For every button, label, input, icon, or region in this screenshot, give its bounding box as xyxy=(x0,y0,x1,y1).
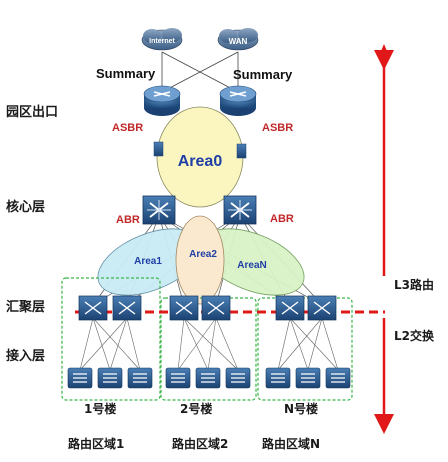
building-2-label: 2号楼 xyxy=(180,401,212,416)
l2-switching-label: L2交换 xyxy=(394,328,435,343)
asbr-right-label: ASBR xyxy=(262,122,293,134)
layer-aggregation-label: 汇聚层 xyxy=(6,300,45,315)
layer-core-label: 核心层 xyxy=(6,199,45,215)
asbr-left-label: ASBR xyxy=(112,122,143,134)
access-switches xyxy=(67,367,351,389)
aggregation-switches xyxy=(78,295,337,321)
l3-arrowhead xyxy=(378,44,390,58)
summary-right-label: Summary xyxy=(233,67,293,82)
internet-label: Internet xyxy=(149,38,175,45)
region-1-label: 路由区域1 xyxy=(68,436,124,451)
arean-label: AreaN xyxy=(237,260,266,271)
building-n-label: N号楼 xyxy=(284,401,318,416)
region-2-label: 路由区域2 xyxy=(172,436,228,451)
region-box-1 xyxy=(61,277,161,401)
area2-label: Area2 xyxy=(189,249,217,260)
area0-label: Area0 xyxy=(178,153,223,170)
wan-label: WAN xyxy=(229,37,248,46)
uplinks xyxy=(161,51,239,93)
access-links xyxy=(79,317,339,371)
layer-access-label: 接入层 xyxy=(6,348,45,364)
region-box-n xyxy=(257,297,353,401)
internet-cloud-icon xyxy=(141,28,183,51)
area1-label: Area1 xyxy=(134,256,162,267)
core-switch-icon xyxy=(223,195,257,225)
abr-right-label: ABR xyxy=(270,213,294,225)
region-n-label: 路由区域N xyxy=(262,436,320,451)
area2-ellipse xyxy=(175,215,225,305)
wan-cloud-icon xyxy=(217,28,259,51)
region-boxes xyxy=(61,277,353,401)
l2-arrowhead xyxy=(378,414,390,428)
core-switch-icon xyxy=(142,195,176,225)
firewall-icon xyxy=(153,141,164,157)
summary-left-label: Summary xyxy=(96,66,156,81)
building-1-label: 1号楼 xyxy=(84,401,116,416)
router-icon xyxy=(143,85,181,116)
region-box-2 xyxy=(160,297,257,401)
abr-left-label: ABR xyxy=(116,214,140,226)
l3-routing-label: L3路由 xyxy=(394,277,434,292)
aggregation-switch-icon xyxy=(169,295,199,321)
router-icon xyxy=(219,85,257,116)
layer-exit-label: 园区出口 xyxy=(6,104,58,120)
firewall-icon xyxy=(236,143,247,159)
